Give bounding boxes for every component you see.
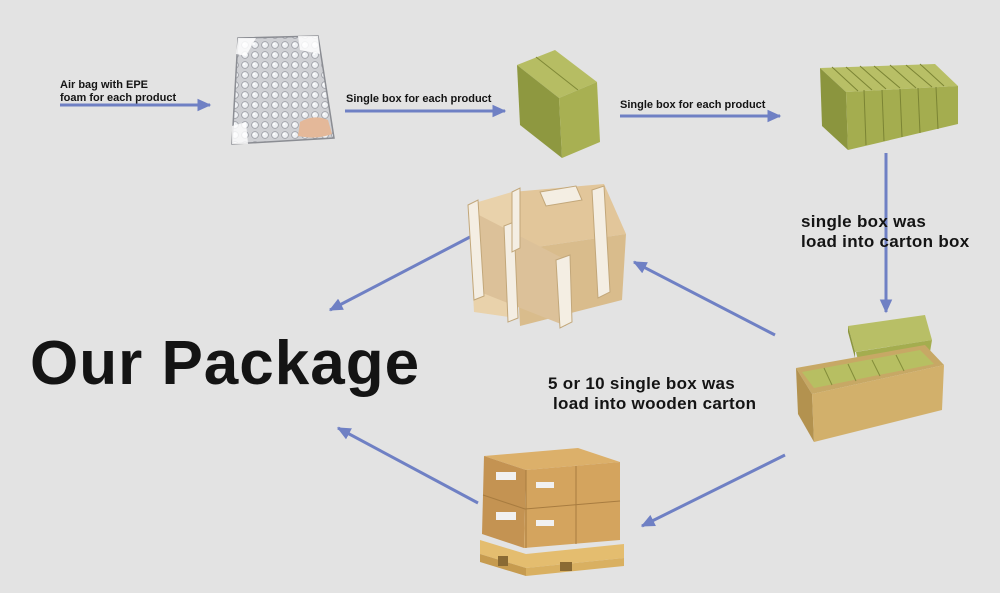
arrow-crate-to-title (328, 235, 471, 312)
single-box-label-2: Single box for each product (620, 99, 766, 111)
arrow-carton-to-pallet (640, 453, 786, 528)
wooden-crate-image (467, 184, 626, 329)
open-carton-image (796, 315, 944, 442)
page-title: Our Package (30, 329, 421, 398)
carton-box-label: single box was load into carton box (801, 212, 970, 252)
flow-arrows (60, 98, 893, 528)
single-box-image (517, 50, 600, 158)
box-group-image (820, 63, 958, 150)
pallet-image (480, 448, 624, 576)
airbag-label: Air bag with EPE foam for each product (60, 79, 177, 105)
wooden-carton-label: 5 or 10 single box was load into wooden … (548, 374, 757, 414)
single-box-label-1: Single box for each product (346, 93, 492, 105)
arrow-pallet-to-title (336, 426, 479, 505)
bubble-wrap-bag-image (231, 35, 335, 145)
arrow-carton-to-crate (632, 260, 776, 337)
